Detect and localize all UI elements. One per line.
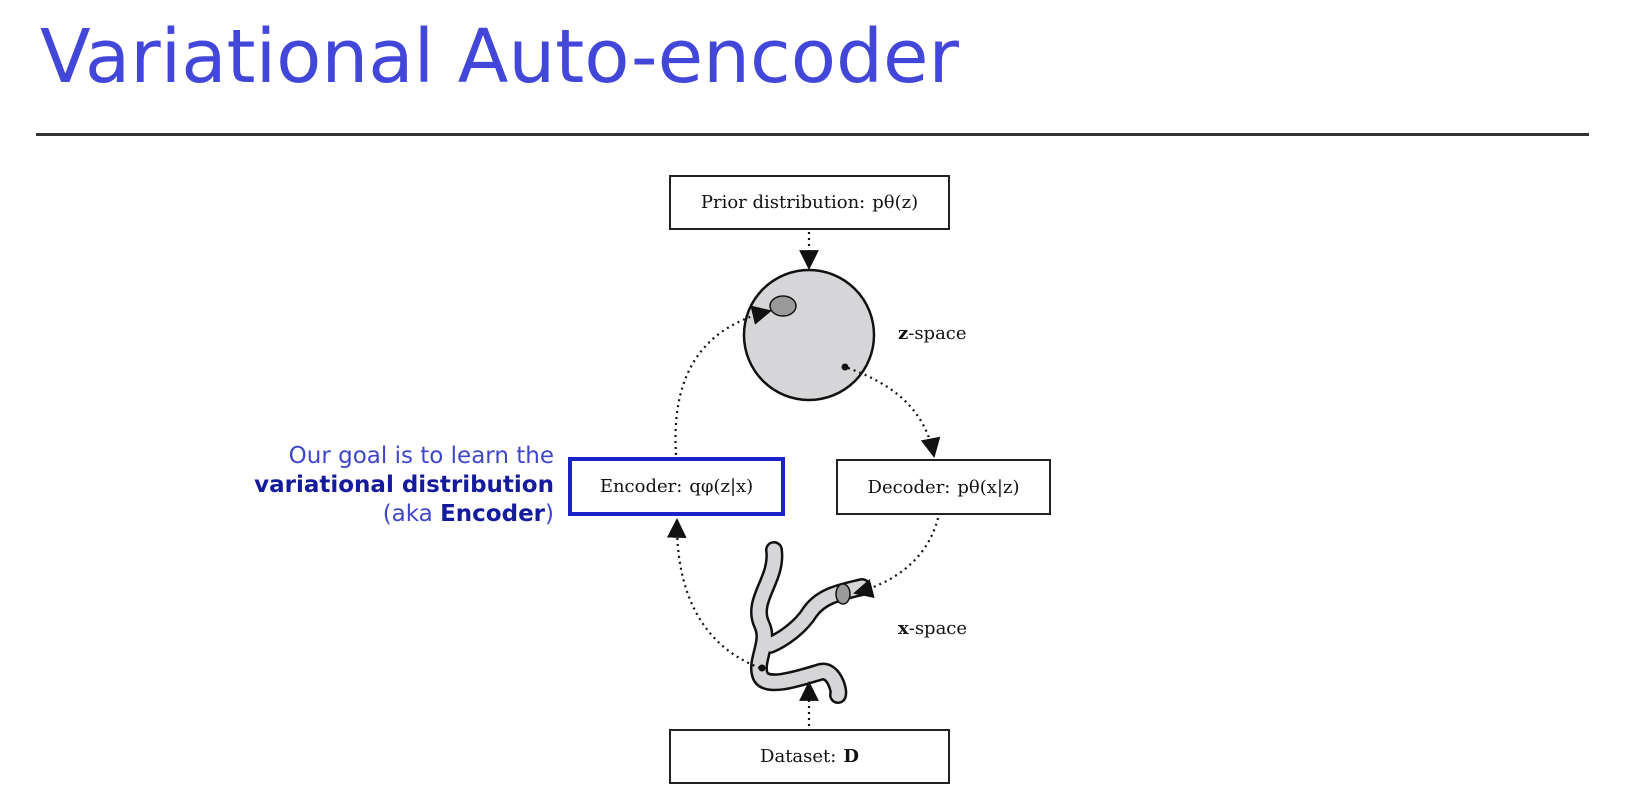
callout-line-3-prefix: (aka — [382, 501, 441, 527]
z-to-decoder-arrow — [847, 366, 941, 458]
x-to-encoder-arrow — [666, 518, 761, 670]
z-space-posterior-blob — [769, 295, 797, 317]
prior-box-formula: pθ(z) — [872, 192, 919, 213]
z-space-symbol: z — [898, 323, 909, 344]
dataset-box-label: Dataset: — [760, 746, 837, 767]
dataset-box-formula: D — [843, 746, 859, 767]
x-data-point — [758, 664, 766, 672]
goal-callout: Our goal is to learn the variational dis… — [254, 442, 554, 529]
x-space-suffix: -space — [908, 618, 968, 639]
prior-distribution-box: Prior distribution: pθ(z) — [669, 175, 950, 230]
callout-line-2: variational distribution — [254, 472, 554, 498]
x-space-manifold-fill — [752, 543, 869, 702]
encoder-to-z-arrow — [674, 305, 772, 456]
z-space-suffix: -space — [908, 323, 967, 344]
encoder-box-label: Encoder: — [599, 476, 683, 497]
title-divider — [36, 133, 1589, 136]
z-sample-point — [841, 363, 849, 371]
slide-title: Variational Auto-encoder — [40, 14, 959, 100]
callout-line-3-suffix: ) — [545, 501, 554, 527]
z-space-label: z-space — [898, 323, 967, 344]
x-space-label: x-space — [898, 618, 967, 639]
x-space-symbol: x — [898, 618, 909, 639]
callout-line-1: Our goal is to learn the — [288, 443, 554, 469]
encoder-box-formula: qφ(z|x) — [689, 476, 754, 497]
prior-box-label: Prior distribution: — [700, 192, 866, 213]
dataset-box: Dataset: D — [669, 729, 950, 784]
decoder-box: Decoder: pθ(x|z) — [836, 459, 1051, 515]
callout-line-3: (aka Encoder) — [254, 500, 554, 529]
callout-line-3-bold: Encoder — [440, 501, 546, 527]
z-space-circle — [742, 268, 876, 402]
x-space-reconstruction-blob — [835, 583, 851, 605]
encoder-box: Encoder: qφ(z|x) — [568, 457, 785, 516]
decoder-box-label: Decoder: — [867, 476, 951, 498]
decoder-box-formula: pθ(x|z) — [957, 476, 1020, 498]
